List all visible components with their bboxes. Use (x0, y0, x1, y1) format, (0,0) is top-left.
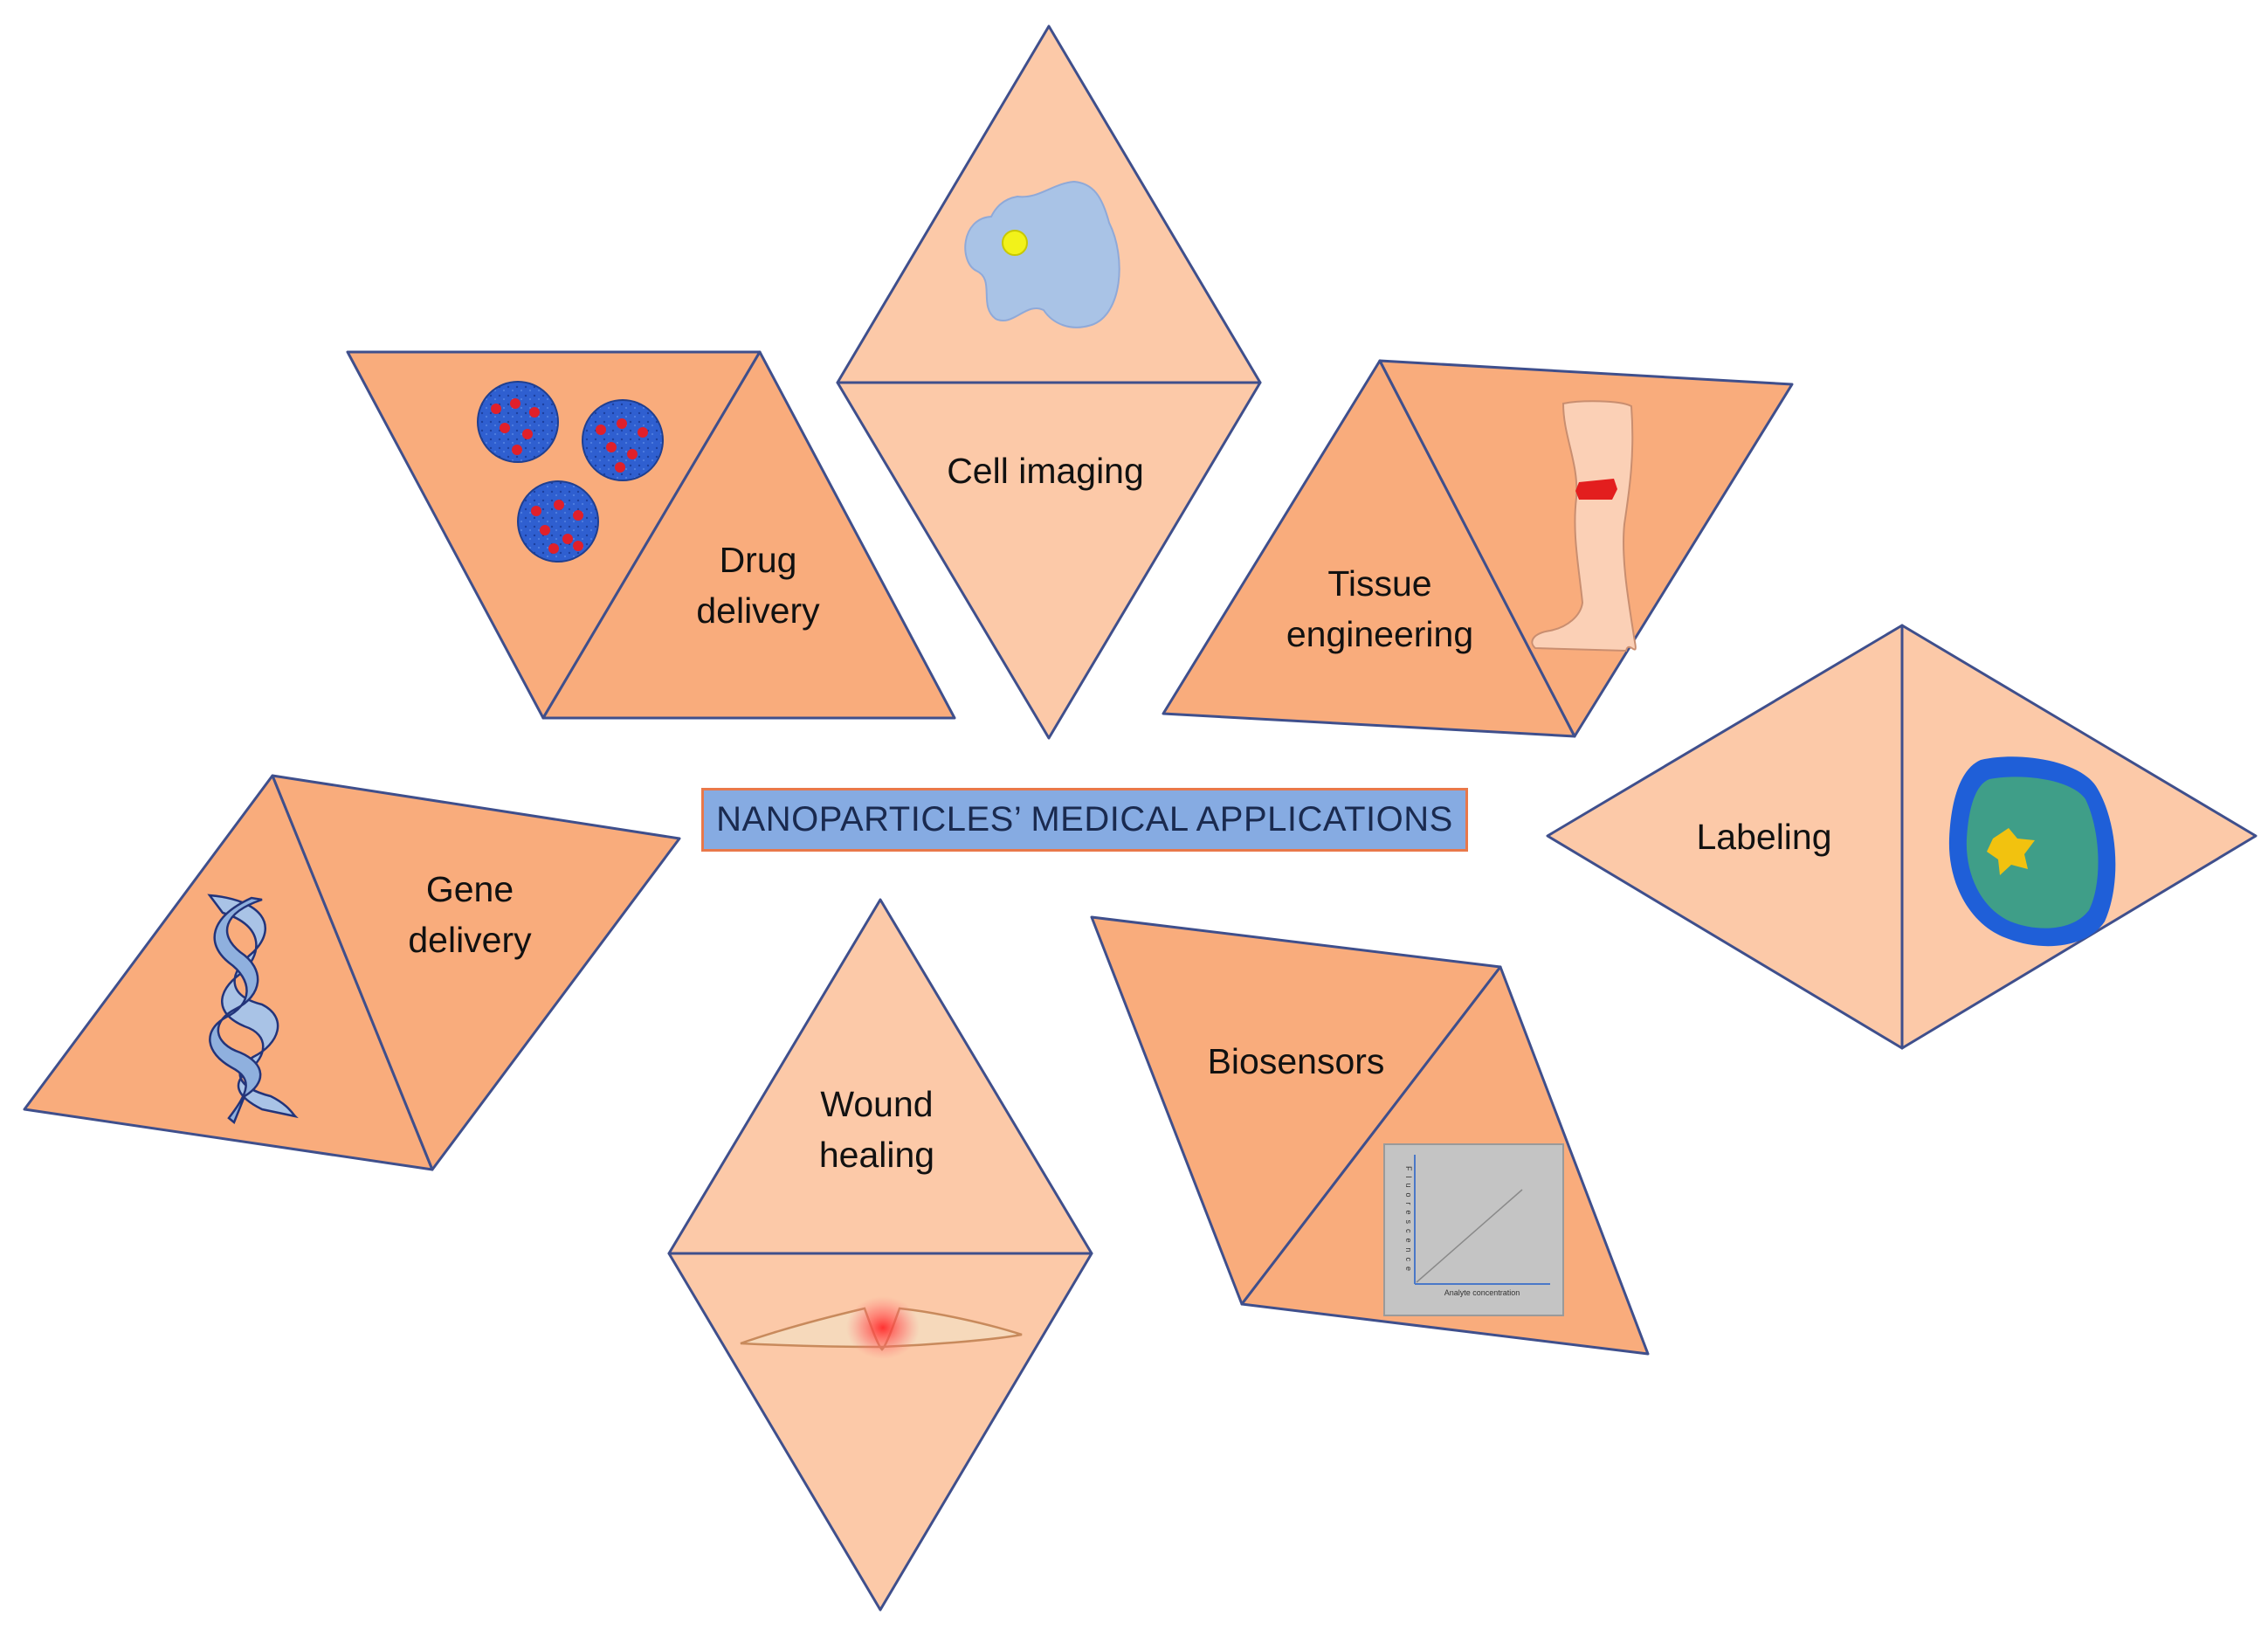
gene-delivery-label-line2: delivery (408, 920, 532, 960)
drug-delivery-label-line2: delivery (696, 590, 820, 631)
gene-delivery-right-triangle (271, 774, 681, 1171)
leg-icon (1531, 400, 1637, 652)
tissue-engineering-panel: Tissue engineering (1162, 359, 1794, 738)
nanoparticle-icon (1002, 230, 1028, 256)
wound-healing-top-triangle (667, 898, 1093, 1255)
cell-imaging-label: Cell imaging (947, 451, 1144, 491)
gene-delivery-panel: Gene delivery (23, 774, 681, 1171)
fluorescent-label-icon (1987, 828, 2035, 875)
tissue-engineering-label-line1: Tissue (1327, 563, 1431, 604)
drug-nanoparticles-icon (477, 381, 664, 563)
gene-delivery-label-line1: Gene (426, 869, 514, 909)
biosensors-label: Biosensors (1208, 1041, 1385, 1081)
labeling-panel: Labeling (1546, 624, 2258, 1050)
dna-helix-icon (207, 894, 299, 1125)
injury-marker (1575, 479, 1617, 500)
wound-healing-label-line1: Wound (820, 1084, 933, 1124)
diagram-title: NANOPARTICLES’ MEDICAL APPLICATIONS (701, 788, 1468, 852)
wound-healing-label-line2: healing (819, 1135, 934, 1175)
chart-xlabel: Analyte concentration (1444, 1288, 1520, 1297)
drug-delivery-panel: Drug delivery (346, 350, 956, 720)
drug-delivery-label-line1: Drug (720, 540, 797, 580)
wound-healing-panel: Wound healing (667, 898, 1093, 1612)
cell-imaging-panel: Cell imaging (836, 24, 1262, 740)
calibration-chart-icon: Analyte concentration Fluorescence (1383, 1143, 1564, 1316)
chart-ylabel: Fluorescence (1404, 1166, 1413, 1276)
tissue-engineering-label-line2: engineering (1286, 614, 1473, 654)
wound-icon (740, 1296, 1023, 1359)
drug-delivery-right-triangle (541, 350, 956, 720)
cell-icon (964, 180, 1120, 328)
labeling-label: Labeling (1696, 817, 1831, 857)
labeled-cell-icon (1948, 756, 2116, 947)
cell-imaging-bottom-triangle (836, 381, 1262, 740)
biosensors-panel: Analyte concentration Fluorescence Biose… (1090, 915, 1650, 1356)
